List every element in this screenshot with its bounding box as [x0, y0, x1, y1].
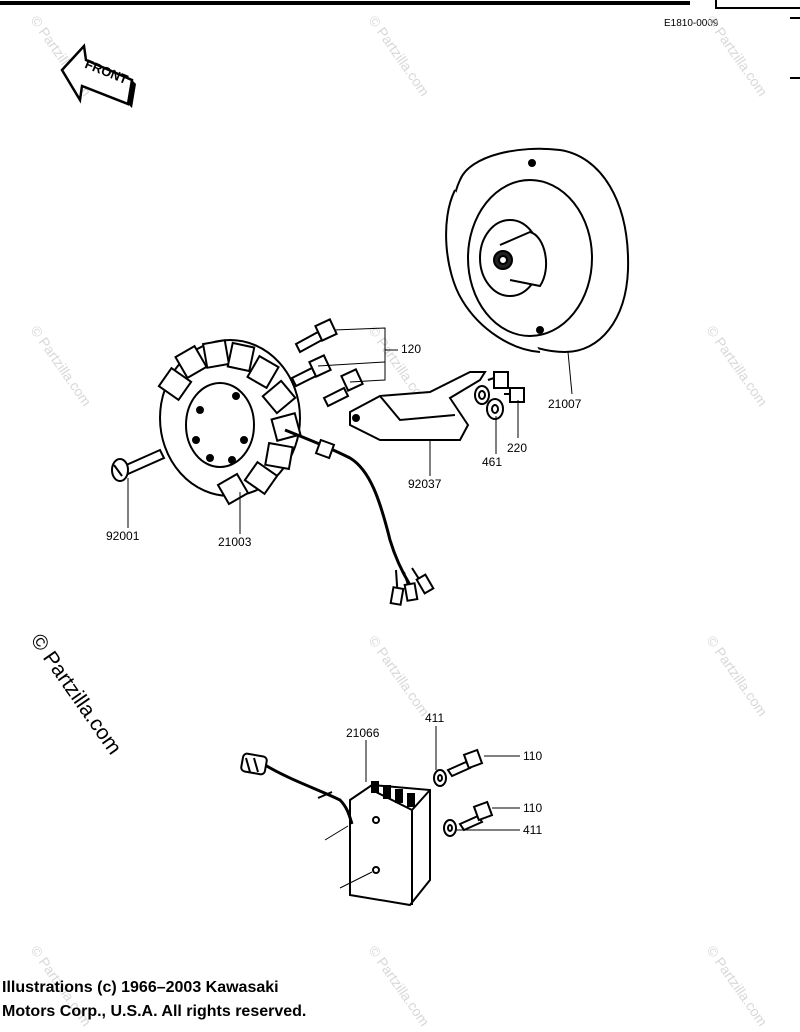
label-411-top: 411 [425, 711, 444, 725]
regulator-21066 [240, 752, 431, 907]
label-120: 120 [401, 342, 421, 356]
svg-text:© Partzilla.com: © Partzilla.com [704, 943, 771, 1029]
flywheel-21007 [445, 147, 630, 354]
label-92037: 92037 [408, 477, 442, 491]
label-110-bottom: 110 [523, 801, 542, 815]
bolt-110-bottom [458, 800, 494, 832]
svg-text:© Partzilla.com: © Partzilla.com [366, 13, 433, 99]
label-220: 220 [507, 441, 527, 455]
leader-lines-lower [324, 726, 520, 889]
header-rules [0, 0, 800, 79]
bolt-110-top [446, 748, 484, 778]
bolt-220 [487, 371, 525, 403]
copyright-line-1: Illustrations (c) 1966–2003 Kawasaki [2, 979, 279, 996]
label-21003: 21003 [218, 535, 252, 549]
washer-411-bottom [443, 819, 457, 837]
part-labels: 120 21007 220 461 92037 92001 21003 411 … [106, 342, 582, 837]
screws-120 [290, 318, 364, 408]
leader-lines-upper [127, 327, 573, 534]
label-92001: 92001 [106, 529, 140, 543]
svg-text:© Partzilla.com: © Partzilla.com [704, 323, 771, 409]
label-21066: 21066 [346, 726, 380, 740]
bolt-92001 [111, 448, 166, 482]
washer-411-top [433, 769, 447, 787]
diagram-code: E1810-0009 [664, 18, 719, 29]
stator-21003 [157, 339, 435, 606]
front-arrow-icon: FRONT [60, 43, 136, 108]
copyright-notice: Illustrations (c) 1966–2003 Kawasaki Mot… [2, 976, 482, 1024]
svg-text:© Partzilla.com: © Partzilla.com [366, 633, 433, 719]
washer-461 [474, 385, 504, 420]
label-461: 461 [482, 455, 502, 469]
watermark-main: © Partzilla.com [26, 630, 126, 759]
svg-text:© Partzilla.com: © Partzilla.com [704, 633, 771, 719]
svg-text:© Partzilla.com: © Partzilla.com [704, 13, 771, 99]
bracket-92037 [349, 371, 487, 441]
label-411-bottom: 411 [523, 823, 542, 837]
copyright-line-2: Motors Corp., U.S.A. All rights reserved… [2, 1003, 307, 1020]
label-110-top: 110 [523, 749, 542, 763]
svg-text:© Partzilla.com: © Partzilla.com [28, 323, 95, 409]
label-21007: 21007 [548, 397, 582, 411]
